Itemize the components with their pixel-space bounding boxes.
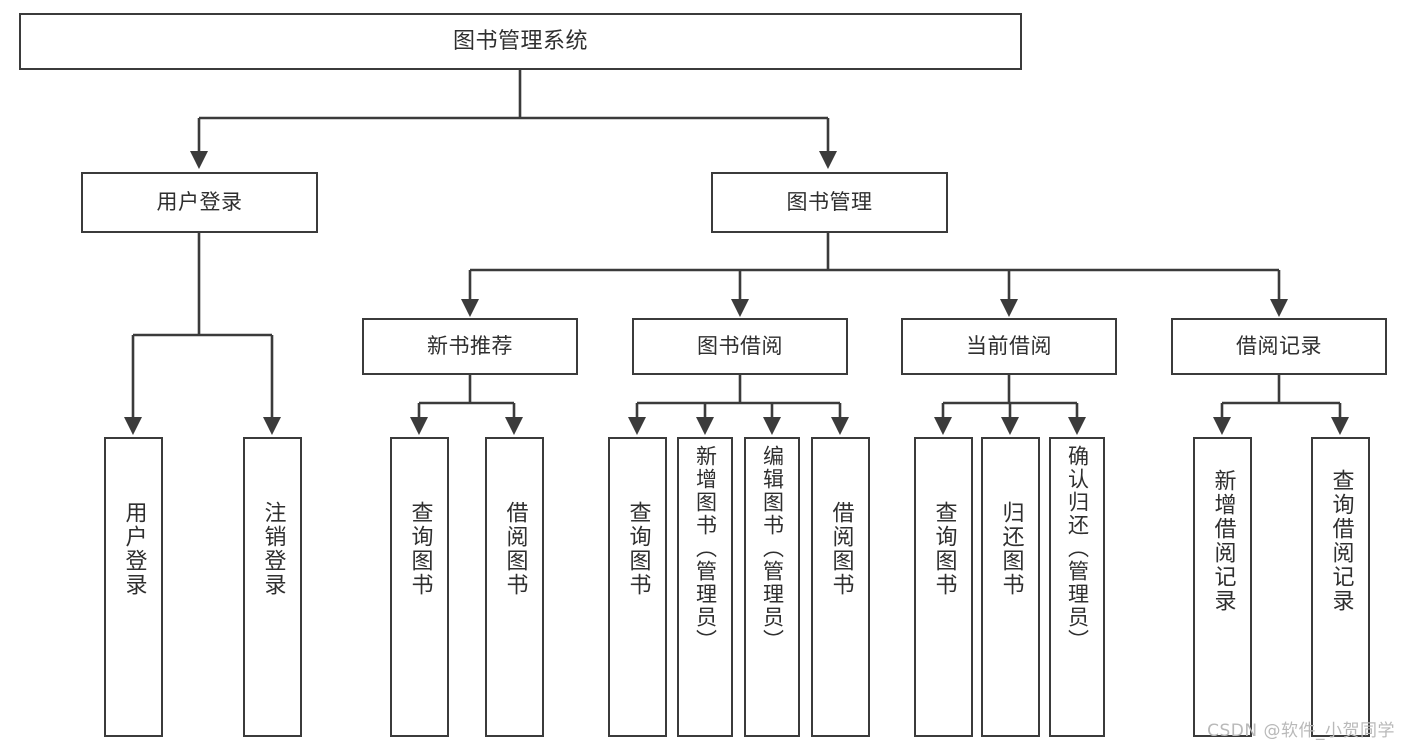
node-label: 用户登录 — [156, 190, 243, 215]
node-new-book-recommend[interactable]: 新书推荐 — [362, 318, 578, 375]
leaf-current-borrow-query-book[interactable]: 查询图书 — [914, 437, 973, 737]
leaf-current-borrow-confirm-return-admin[interactable]: 确认归还（管理员） — [1049, 437, 1105, 737]
node-label: 图书管理 — [786, 190, 873, 215]
node-label: 图书借阅 — [697, 334, 783, 359]
node-book-management[interactable]: 图书管理 — [711, 172, 948, 233]
leaf-borrow-record-add-record[interactable]: 新增借阅记录 — [1193, 437, 1252, 737]
node-label: 当前借阅 — [966, 334, 1052, 359]
node-label: 注销登录 — [260, 501, 286, 597]
node-label: 借阅图书 — [502, 501, 528, 597]
node-label: 查询图书 — [407, 501, 433, 597]
leaf-borrow-record-query-record[interactable]: 查询借阅记录 — [1311, 437, 1370, 737]
node-label: 编辑图书（管理员） — [760, 445, 785, 652]
leaf-current-borrow-return-book[interactable]: 归还图书 — [981, 437, 1040, 737]
node-borrow-record[interactable]: 借阅记录 — [1171, 318, 1387, 375]
leaf-user-login-login[interactable]: 用户登录 — [104, 437, 163, 737]
node-label: 新书推荐 — [427, 334, 513, 359]
node-label: 借阅记录 — [1236, 334, 1322, 359]
node-label: 查询借阅记录 — [1328, 469, 1354, 613]
node-label: 用户登录 — [121, 501, 147, 597]
leaf-book-borrow-borrow-book[interactable]: 借阅图书 — [811, 437, 870, 737]
node-label: 新增借阅记录 — [1210, 469, 1236, 613]
leaf-book-borrow-edit-book-admin[interactable]: 编辑图书（管理员） — [744, 437, 800, 737]
node-book-borrow[interactable]: 图书借阅 — [632, 318, 848, 375]
csdn-watermark: CSDN @软件_小贺同学 — [1207, 721, 1395, 741]
leaf-user-login-logout[interactable]: 注销登录 — [243, 437, 302, 737]
node-label: 图书管理系统 — [452, 28, 588, 54]
node-label: 查询图书 — [625, 501, 651, 597]
leaf-new-book-borrow-book[interactable]: 借阅图书 — [485, 437, 544, 737]
node-current-borrow[interactable]: 当前借阅 — [901, 318, 1117, 375]
node-label: 查询图书 — [931, 501, 957, 597]
node-label: 确认归还（管理员） — [1065, 445, 1090, 652]
node-book-management-system[interactable]: 图书管理系统 — [19, 13, 1022, 70]
leaf-new-book-query-book[interactable]: 查询图书 — [390, 437, 449, 737]
node-label: 借阅图书 — [828, 501, 854, 597]
leaf-book-borrow-add-book-admin[interactable]: 新增图书（管理员） — [677, 437, 733, 737]
node-label: 归还图书 — [998, 501, 1024, 597]
node-label: 新增图书（管理员） — [693, 445, 718, 652]
leaf-book-borrow-query-book[interactable]: 查询图书 — [608, 437, 667, 737]
node-user-login[interactable]: 用户登录 — [81, 172, 318, 233]
